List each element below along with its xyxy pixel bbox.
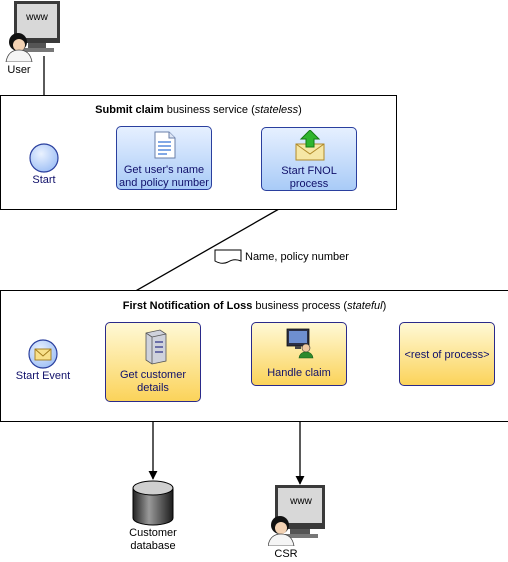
fnol-pool-title: First Notification of Loss business proc…: [122, 300, 387, 312]
start-label: Start: [32, 174, 56, 186]
user-figure: www: [4, 0, 60, 63]
user-label: User: [7, 64, 31, 76]
submit-claim-pool-title: Submit claim business service (stateless…: [95, 104, 302, 116]
rest-of-process-label: <rest of process>: [404, 349, 490, 361]
database-cylinder-icon: [132, 480, 174, 526]
csr-screen-text: www: [290, 496, 312, 507]
user-computer-icon: [5, 1, 60, 63]
message-label: Name, policy number: [245, 251, 349, 263]
document-icon: [154, 131, 176, 159]
rest-of-process-task[interactable]: <rest of process>: [399, 322, 495, 386]
get-customer-line2: details: [137, 382, 169, 394]
start-event-label: Start Event: [15, 370, 71, 382]
database-label-line2: database: [130, 540, 176, 552]
message-document-icon: [214, 249, 242, 264]
get-user-name-line2: and policy number: [119, 177, 209, 189]
user-screen-text: www: [26, 12, 48, 23]
handle-claim-task[interactable]: Handle claim: [251, 322, 347, 386]
message-start-event[interactable]: [27, 339, 59, 371]
get-customer-line1: Get customer: [119, 369, 187, 381]
csr-figure: www: [267, 484, 328, 547]
start-fnol-task[interactable]: Start FNOL process: [261, 127, 357, 191]
get-user-name-line1: Get user's name: [123, 164, 205, 176]
server-icon: [145, 329, 167, 365]
get-customer-details-task[interactable]: Get customer details: [105, 322, 201, 402]
database-label-line1: Customer: [129, 527, 177, 539]
start-fnol-line2: process: [289, 178, 329, 190]
start-event-circle[interactable]: [28, 143, 60, 175]
user-at-computer-icon: [286, 328, 314, 359]
get-user-name-task[interactable]: Get user's name and policy number: [116, 126, 212, 190]
csr-computer-icon: [267, 485, 325, 547]
csr-label: CSR: [274, 548, 298, 560]
handle-claim-label: Handle claim: [267, 367, 331, 379]
send-envelope-icon: [295, 130, 325, 161]
start-fnol-line1: Start FNOL: [281, 165, 337, 177]
